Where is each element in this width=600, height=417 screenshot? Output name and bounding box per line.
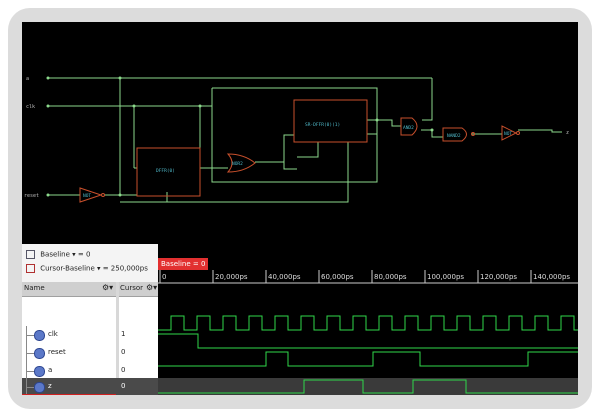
signal-row-reset[interactable]: reset 0 bbox=[22, 344, 158, 362]
waveform-signal-panel: Baseline ▾ = 0 Cursor-Baseline ▾ = 250,0… bbox=[22, 244, 158, 395]
signal-icon bbox=[34, 382, 45, 393]
selected-wave-band bbox=[158, 378, 578, 395]
not-gate-out[interactable] bbox=[501, 125, 518, 141]
nand-gate[interactable] bbox=[442, 127, 467, 142]
time-ruler[interactable]: 0 20,000ps 40,000ps 60,000ps 80,000ps 100,000… bbox=[158, 270, 578, 284]
time-tick-label: 0 bbox=[162, 273, 166, 281]
column-header: Name ⚙▾ Cursor ⚙▾ bbox=[22, 282, 158, 297]
signal-name: reset bbox=[48, 348, 66, 356]
not-label-2: NOT bbox=[504, 131, 512, 137]
signal-row-a[interactable]: a 0 bbox=[22, 362, 158, 380]
time-tick-label: 100,000ps bbox=[427, 273, 464, 281]
column-splitter[interactable] bbox=[116, 282, 119, 395]
signal-icon bbox=[34, 366, 45, 377]
z-waveform bbox=[158, 379, 578, 394]
nand-label: NAND2 bbox=[447, 133, 461, 139]
baseline-readout[interactable]: Baseline ▾ = 0 bbox=[40, 250, 91, 259]
a-waveform bbox=[158, 351, 578, 367]
time-tick-label: 80,000ps bbox=[374, 273, 407, 281]
and-gate[interactable] bbox=[400, 117, 418, 136]
waveform-header: Baseline ▾ = 0 Cursor-Baseline ▾ = 250,0… bbox=[22, 244, 158, 283]
cursor-column-gear-icon[interactable]: ⚙▾ bbox=[146, 283, 158, 292]
nor-gate[interactable] bbox=[226, 153, 256, 173]
dffr-block[interactable] bbox=[136, 147, 201, 197]
name-column-header[interactable]: Name bbox=[24, 284, 45, 292]
cursor-column-header[interactable]: Cursor bbox=[120, 284, 144, 292]
time-tick-label: 60,000ps bbox=[321, 273, 354, 281]
signal-icon bbox=[34, 348, 45, 359]
and-label: AND2 bbox=[403, 125, 414, 131]
signal-cursor-value: 0 bbox=[121, 348, 126, 356]
time-tick-label: 120,000ps bbox=[480, 273, 517, 281]
signal-cursor-value: 0 bbox=[121, 382, 126, 390]
selection-underline bbox=[22, 394, 116, 395]
schematic-canvas[interactable]: a clk reset z DFFR(0) SR-DFFR(0)(1) NOR2 bbox=[22, 22, 578, 244]
signal-cursor-value: 1 bbox=[121, 330, 126, 338]
baseline-icon bbox=[26, 250, 35, 259]
cursor-delta-readout[interactable]: Cursor-Baseline ▾ = 250,000ps bbox=[40, 264, 148, 273]
clk-waveform bbox=[158, 315, 578, 331]
waveform-canvas[interactable] bbox=[158, 284, 578, 395]
signal-row-z[interactable]: z 0 bbox=[22, 378, 158, 395]
nor-label: NOR2 bbox=[232, 161, 243, 167]
input-label-clk: clk bbox=[26, 104, 35, 110]
signal-icon bbox=[34, 330, 45, 341]
reset-waveform bbox=[158, 333, 578, 349]
not-gate-reset[interactable] bbox=[79, 187, 103, 203]
signal-name: z bbox=[48, 382, 52, 390]
simulation-window: a clk reset z DFFR(0) SR-DFFR(0)(1) NOR2 bbox=[22, 22, 578, 395]
not-label-1: NOT bbox=[83, 193, 91, 199]
output-label-z: z bbox=[566, 130, 569, 136]
sr-dffr-block[interactable] bbox=[293, 99, 368, 143]
time-tick-label: 140,000ps bbox=[533, 273, 570, 281]
input-label-a: a bbox=[26, 76, 29, 82]
signal-row-clk[interactable]: clk 1 bbox=[22, 326, 158, 344]
input-label-reset: reset bbox=[24, 193, 39, 199]
cursor-delta-icon bbox=[26, 264, 35, 273]
baseline-marker-tag[interactable]: Baseline = 0 bbox=[158, 258, 209, 270]
time-tick-label: 20,000ps bbox=[215, 273, 248, 281]
signal-name: a bbox=[48, 366, 53, 374]
signal-cursor-value: 0 bbox=[121, 366, 126, 374]
name-column-gear-icon[interactable]: ⚙▾ bbox=[102, 283, 114, 292]
time-tick-label: 40,000ps bbox=[268, 273, 301, 281]
dffr-label: DFFR(0) bbox=[156, 168, 175, 174]
sr-dffr-label: SR-DFFR(0)(1) bbox=[305, 122, 340, 128]
signal-name: clk bbox=[48, 330, 58, 338]
